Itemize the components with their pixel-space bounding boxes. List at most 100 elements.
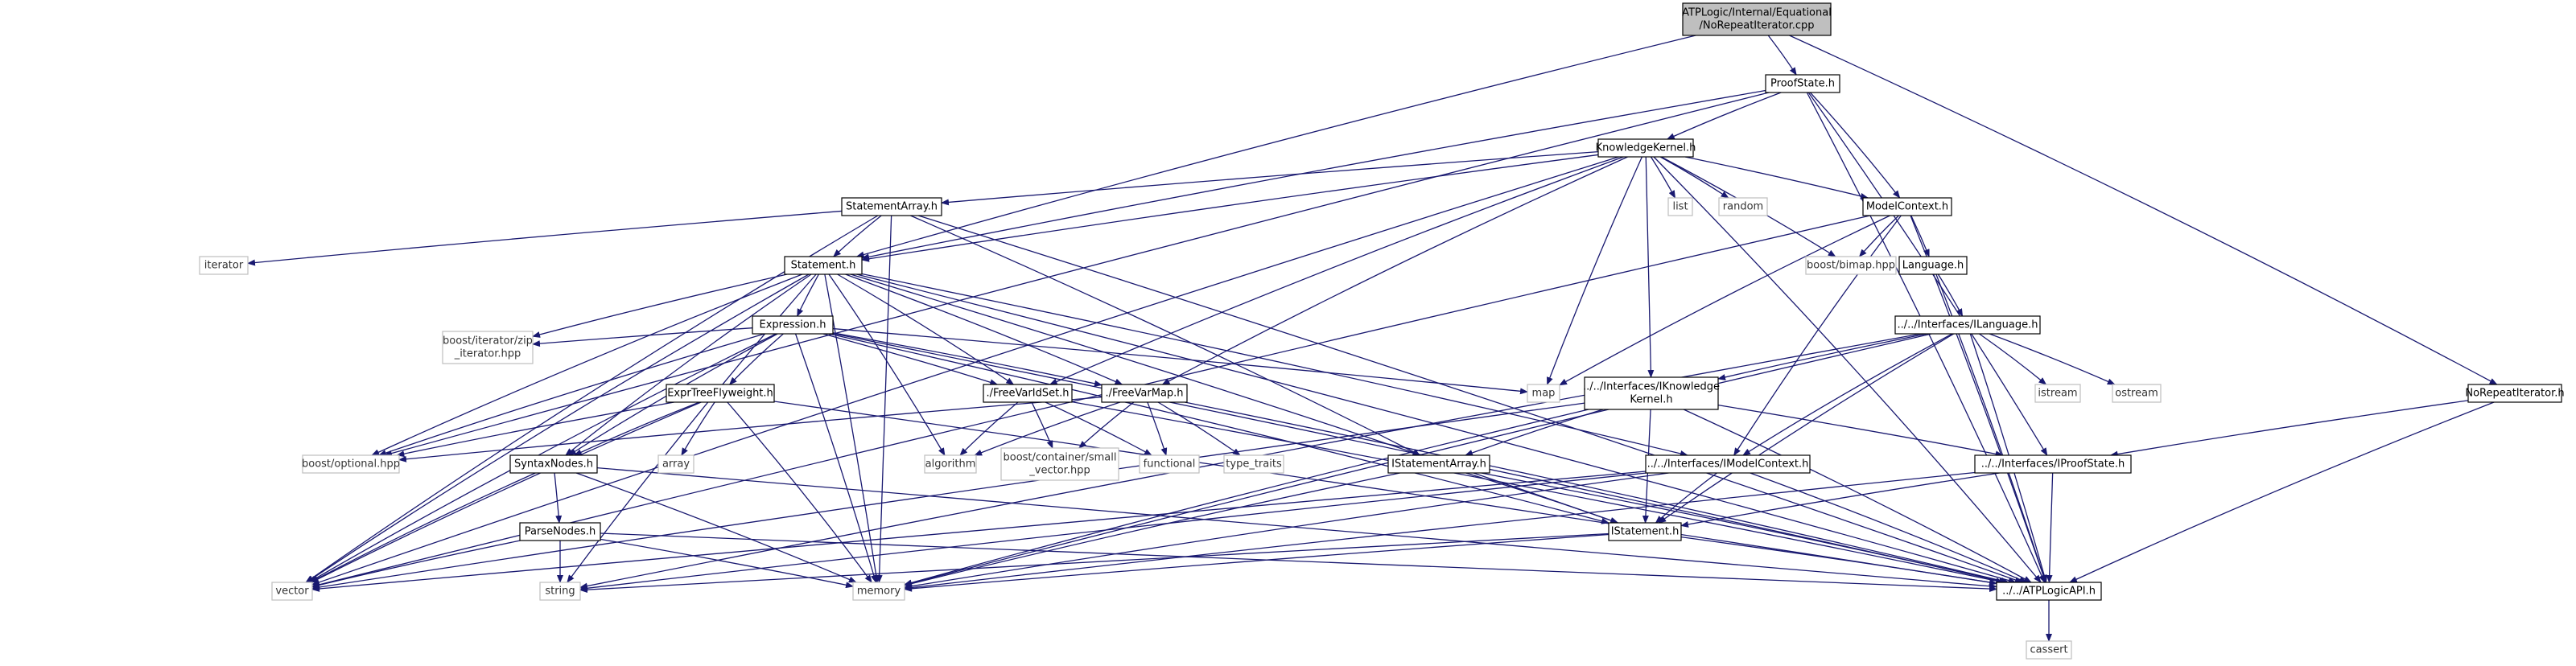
edge-statement-to-imodelctx [861, 273, 1688, 457]
node-ilanguage-box [1894, 315, 2041, 335]
node-bimap-box [1805, 256, 1897, 275]
node-memory-label: memory [857, 586, 901, 598]
node-ostream-label: ostream [2115, 388, 2158, 400]
node-root-label: ATPLogic/Internal/Equational [1682, 7, 1832, 19]
edge-freevarmap-to-algorithm [974, 401, 1121, 456]
edge-statement-to-freevarset [837, 273, 1015, 385]
edge-modelctx-to-language [1910, 215, 1930, 257]
node-kernel[interactable]: KnowledgeKernel.h [1596, 138, 1696, 158]
node-freevarmap[interactable]: ./FreeVarMap.h [1101, 384, 1188, 403]
edge-modelctx-to-imodelctx [1733, 215, 1902, 456]
node-language-label: Language.h [1902, 260, 1964, 272]
node-iknowledge-label: Kernel.h [1630, 394, 1672, 406]
edge-norepeat-to-atpapi [2068, 401, 2495, 583]
edge-iknowledge-to-atpapi [1683, 409, 2032, 583]
edge-kernel-to-map [1546, 156, 1643, 385]
node-smallvec-label: boost/container/small [1003, 452, 1116, 464]
node-string-box [539, 582, 581, 601]
edge-syntaxnodes-to-memory [575, 472, 857, 583]
node-stmtarray[interactable]: StatementArray.h [841, 197, 942, 216]
edge-istmtarray-to-memory [904, 472, 1400, 587]
edge-freevarmap-to-optional [398, 397, 1103, 462]
node-norepeat[interactable]: NoRepeatIterator.h [2465, 384, 2565, 403]
node-array-label: array [662, 458, 690, 471]
edge-iknowledge-to-memory [904, 409, 1589, 586]
edge-statement-to-expression [797, 273, 819, 317]
edge-iproofstate-to-memory [904, 471, 1976, 591]
edge-istatement-to-memory [904, 533, 1609, 592]
edge-statement-to-zipiter [532, 273, 788, 338]
edge-stmtarray-to-iterator [247, 210, 843, 266]
node-statement[interactable]: Statement.h [784, 256, 863, 275]
node-exprtree[interactable]: ExprTreeFlyweight.h [666, 384, 775, 403]
node-parsenodes-label: ParseNodes.h [525, 526, 596, 538]
node-typetraits-label: type_traits [1226, 458, 1282, 471]
edge-freevarset-to-algorithm [959, 401, 1019, 456]
node-parsenodes[interactable]: ParseNodes.h [519, 522, 601, 541]
node-random-label: random [1723, 201, 1763, 213]
node-functional-box [1139, 454, 1200, 474]
node-optional-label: boost/optional.hpp [302, 458, 400, 471]
node-functional-label: functional [1144, 458, 1196, 471]
node-random-box [1718, 197, 1768, 216]
edge-stmtarray-to-istmtarray [910, 215, 1421, 456]
node-root-label: /NoRepeatIterator.cpp [1699, 20, 1814, 32]
edge-expression-to-freevarset [822, 333, 999, 386]
edge-freevarset-to-atpapi [1071, 401, 2005, 585]
edge-kernel-to-statement [861, 154, 1599, 262]
edge-statement-to-vector [306, 273, 810, 583]
node-bimap: boost/bimap.hpp [1805, 256, 1897, 275]
node-stmtarray-label: StatementArray.h [846, 201, 938, 213]
edge-stmtarray-to-memory [876, 215, 892, 583]
node-language[interactable]: Language.h [1898, 256, 1968, 275]
edge-norepeat-to-iproofstate [2109, 400, 2469, 458]
edge-root-to-proofstate [1767, 35, 1797, 76]
node-modelctx-box [1862, 197, 1952, 216]
node-vector: vector [271, 582, 313, 601]
node-istmtarray-box [1387, 454, 1490, 474]
node-optional-box [302, 454, 400, 474]
edge-kernel-to-freevarmap [1161, 156, 1628, 385]
node-istmtarray[interactable]: IStatementArray.h [1387, 454, 1490, 474]
node-istatement[interactable]: IStatement.h [1608, 522, 1682, 541]
node-freevarset-label: ./FreeVarIdSet.h [986, 388, 1069, 400]
edge-proofstate-to-atpapi [1806, 92, 2046, 583]
edge-modelctx-to-bimap [1858, 215, 1899, 257]
nodes-layer: ATPLogic/Internal/Equational/NoRepeatIte… [199, 2, 2565, 660]
node-norepeat-label: NoRepeatIterator.h [2465, 388, 2564, 400]
edge-root-to-statement [855, 35, 1696, 258]
node-atpapi-label: ../../ATPLogicAPI.h [2002, 586, 2096, 598]
node-atpapi[interactable]: ../../ATPLogicAPI.h [1996, 582, 2102, 601]
node-random: random [1718, 197, 1768, 216]
node-smallvec-label: _vector.hpp [1028, 465, 1090, 477]
edge-statement-to-atpapi [856, 273, 2017, 584]
node-iproofstate[interactable]: ../../Interfaces/IProofState.h [1974, 454, 2132, 474]
node-algorithm: algorithm [924, 454, 977, 474]
edge-iproofstate-to-atpapi [2046, 472, 2054, 583]
edge-exprtree-to-memory [727, 401, 872, 583]
node-istream-label: istream [2038, 388, 2077, 400]
node-memory: memory [852, 582, 905, 601]
node-syntaxnodes[interactable]: SyntaxNodes.h [509, 454, 598, 474]
edge-imodelctx-to-istatement [1655, 472, 1717, 524]
node-modelctx-label: ModelContext.h [1866, 201, 1948, 213]
node-proofstate[interactable]: ProofState.h [1765, 74, 1840, 93]
node-modelctx[interactable]: ModelContext.h [1862, 197, 1952, 216]
node-cassert-box [2026, 640, 2072, 660]
node-typetraits-box [1223, 454, 1284, 474]
node-bimap-label: boost/bimap.hpp [1807, 260, 1895, 272]
edge-ilanguage-to-istatement [1658, 333, 1955, 524]
edge-expression-to-zipiter [532, 327, 753, 347]
node-root[interactable]: ATPLogic/Internal/Equational/NoRepeatIte… [1682, 2, 1832, 36]
node-imodelctx-box [1645, 454, 1811, 474]
node-exprtree-box [666, 384, 775, 403]
edge-ilanguage-to-istream [1979, 333, 2047, 385]
node-expression-box [752, 315, 834, 335]
node-expression[interactable]: Expression.h [752, 315, 834, 335]
node-ilanguage[interactable]: ../../Interfaces/ILanguage.h [1894, 315, 2041, 335]
edge-imodelctx-to-atpapi [1750, 472, 2028, 583]
edge-language-to-ilanguage [1937, 273, 1964, 317]
node-freevarset[interactable]: ./FreeVarIdSet.h [983, 384, 1073, 403]
node-imodelctx[interactable]: ../../Interfaces/IModelContext.h [1645, 454, 1811, 474]
